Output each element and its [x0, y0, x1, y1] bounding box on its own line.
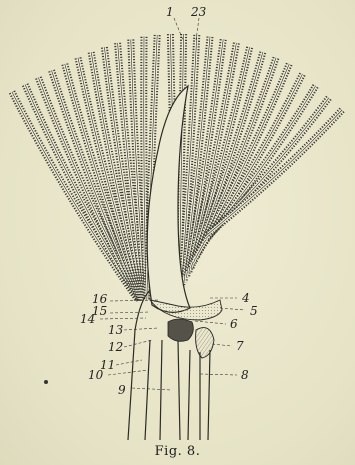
- label-8: 8: [241, 368, 249, 382]
- label-5: 5: [250, 304, 258, 318]
- label-12: 12: [108, 340, 123, 354]
- label-7: 7: [236, 339, 244, 353]
- label-16: 16: [92, 292, 108, 306]
- label-23: 23: [190, 5, 207, 19]
- label-9: 9: [118, 383, 126, 397]
- base-knot: [168, 319, 193, 341]
- label-15: 15: [92, 304, 107, 318]
- speck: [44, 380, 48, 384]
- side-lobe: [196, 328, 214, 358]
- label-1: 1: [166, 5, 174, 19]
- label-6: 6: [230, 317, 238, 331]
- label-4: 4: [241, 291, 250, 305]
- figure-caption: Fig. 8.: [0, 444, 355, 459]
- label-11: 11: [100, 358, 115, 372]
- label-13: 13: [108, 323, 124, 337]
